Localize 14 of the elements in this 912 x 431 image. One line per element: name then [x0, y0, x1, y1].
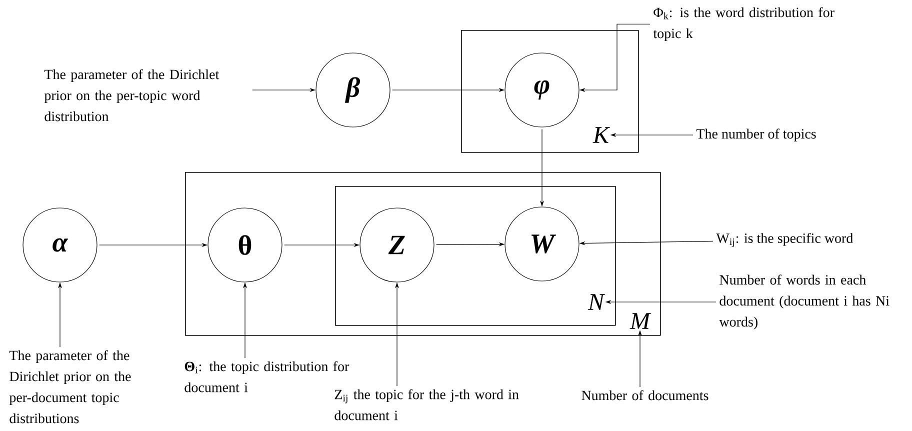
plate-box	[335, 186, 616, 326]
annotation-text: The parameter of the Dirichlet prior on the per-topic word distribution	[44, 69, 220, 122]
annotation-text: Φ$_{k}$: is the word distribution for topic k	[653, 7, 834, 42]
plate-label: N	[588, 294, 606, 310]
plate-box	[185, 172, 661, 336]
annotation-text: W$_{ij}$: is the specific word	[716, 232, 854, 248]
annotation-text: The parameter of the Dirichlet prior on the per-document topic distributions	[9, 350, 131, 424]
plate-label: M	[630, 313, 652, 329]
plate-box	[461, 30, 639, 153]
plate-label: K	[592, 127, 610, 143]
annotation-text: Number of documents	[582, 390, 708, 400]
annotation-text: The number of topics	[696, 128, 816, 142]
annotation-text: Number of words in each document (document i has Ni words)	[719, 274, 890, 330]
annotation-text: Z$_{ij}$ the topic for the j-th word in document i	[334, 389, 519, 420]
